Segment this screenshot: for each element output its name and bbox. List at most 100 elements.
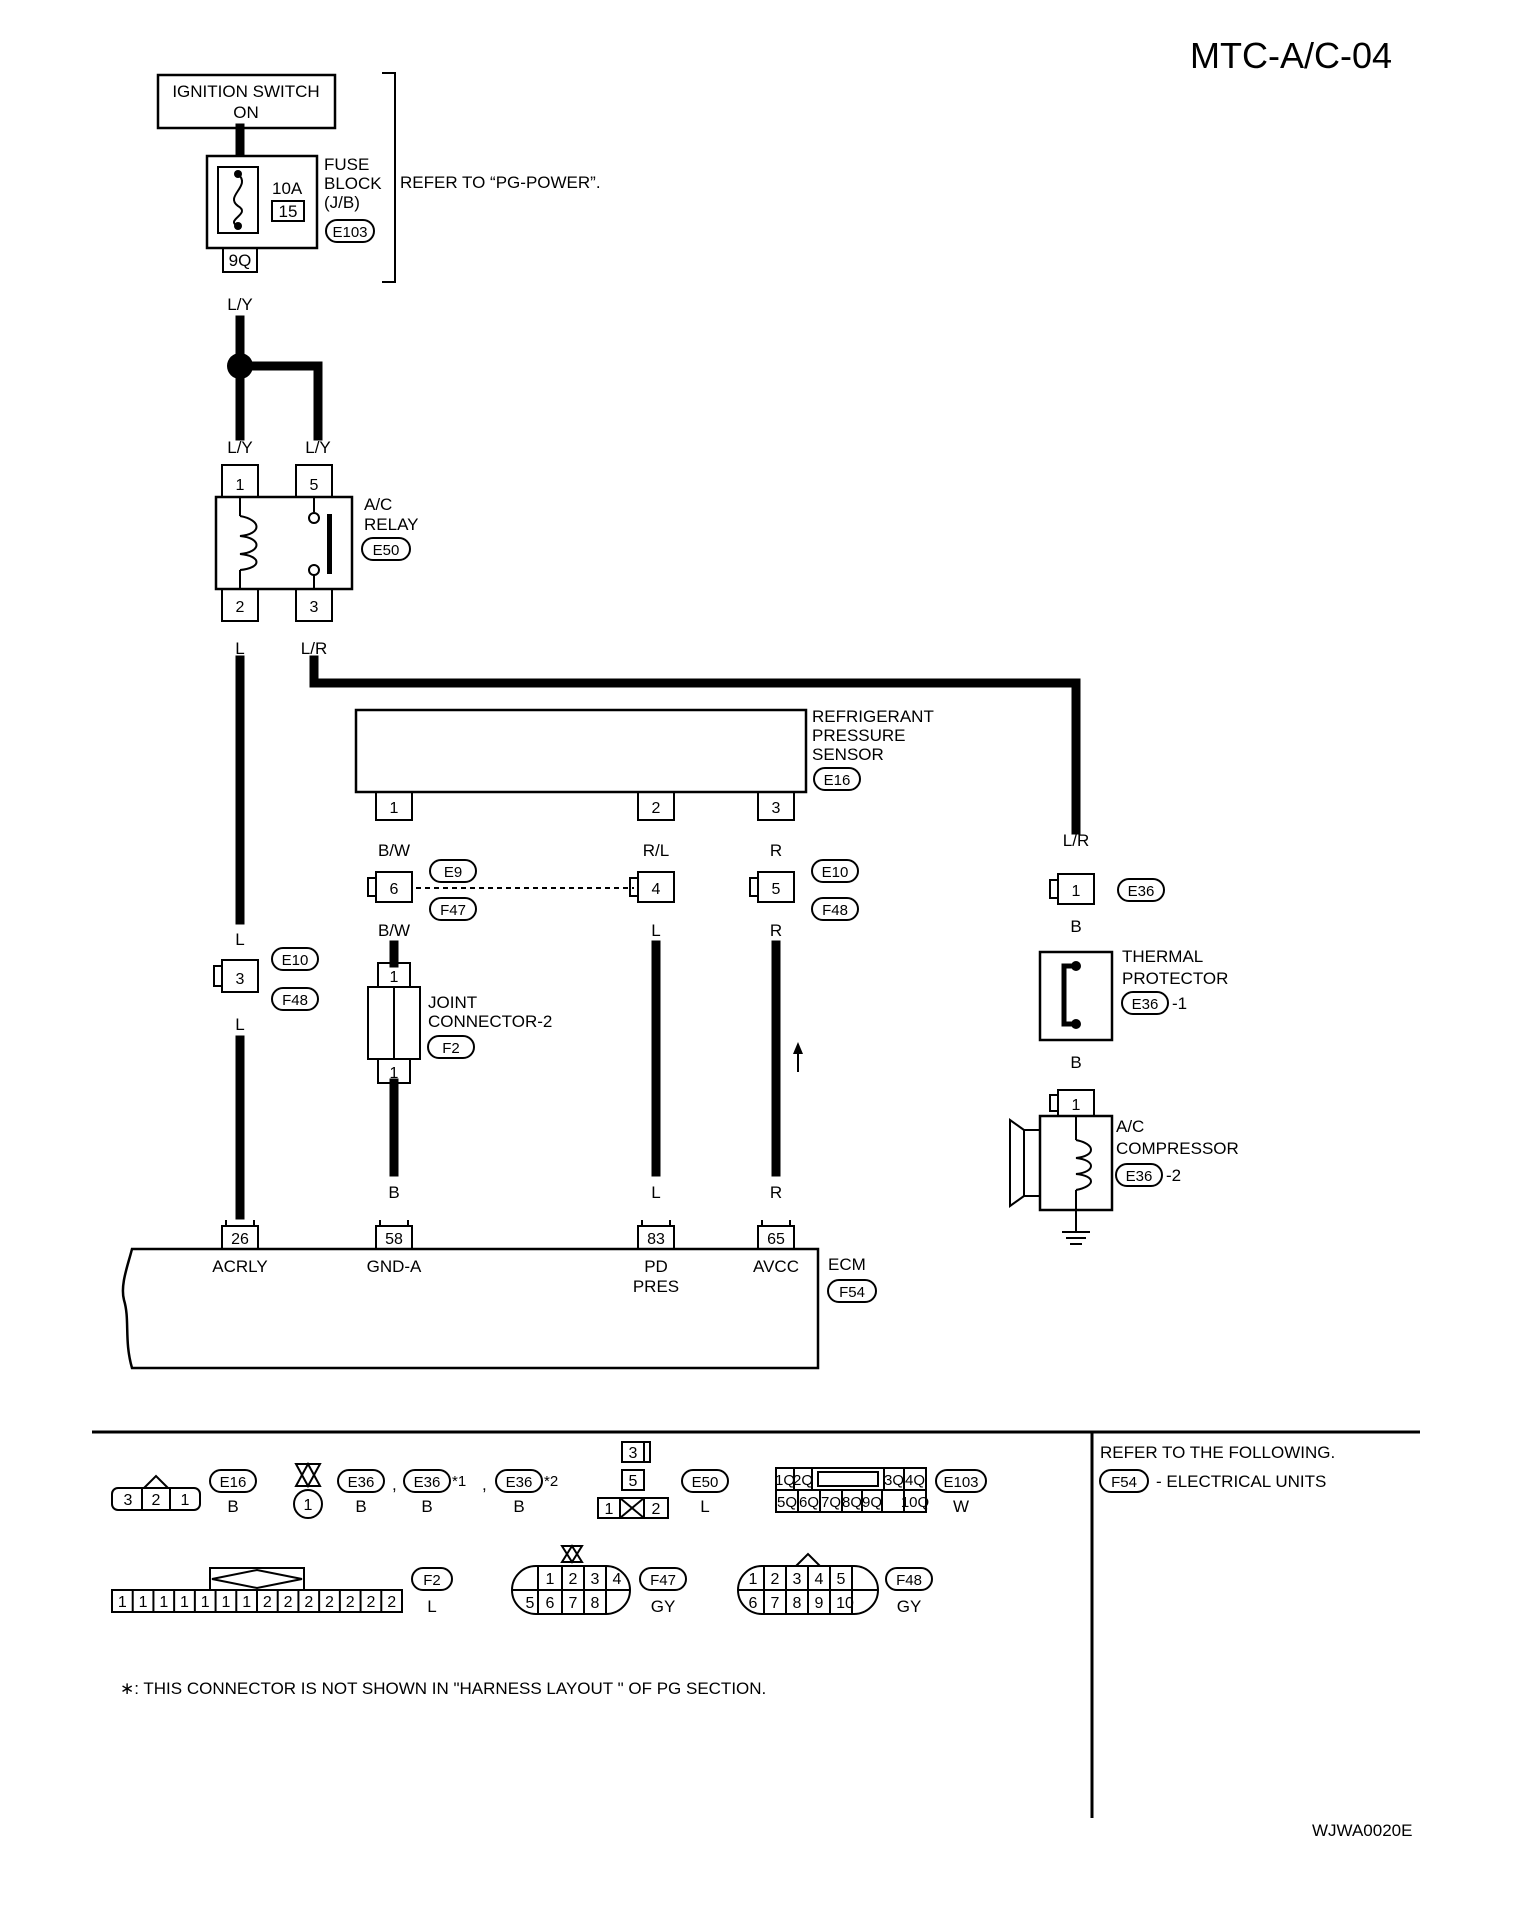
- legend-e36-sep-2: ,: [482, 1475, 487, 1494]
- legend-f2-pin: 1: [139, 1594, 148, 1611]
- thermal-suffix: -1: [1172, 994, 1187, 1013]
- legend-e103-color: W: [953, 1497, 969, 1516]
- wire-label-s1: B/W: [378, 841, 410, 860]
- e10b-connector: E10: [282, 952, 309, 969]
- legend-f48-1: 1: [749, 1571, 758, 1588]
- legend-f2-code: F2: [423, 1572, 441, 1589]
- legend-e103-8q: 8Q: [842, 1494, 862, 1511]
- ecm-pin-pres: PRES: [633, 1277, 679, 1296]
- legend-f48: 1 2 3 4 5 6 7 8 9 10 F48 GY: [737, 1552, 933, 1616]
- f47-connector: F47: [440, 902, 466, 919]
- legend-e36-star-1: *1: [452, 1473, 466, 1490]
- legend-e50-color: L: [700, 1497, 709, 1516]
- legend-e36-star-2: *2: [544, 1473, 558, 1490]
- figure-id: WJWA0020E: [1312, 1821, 1412, 1840]
- thermal-label-1: THERMAL: [1122, 947, 1203, 966]
- e10b-pin: 3: [236, 971, 245, 988]
- current-arrow-icon: [793, 1042, 803, 1072]
- legend-f48-5: 5: [837, 1571, 846, 1588]
- legend-f2-pin: 2: [346, 1594, 355, 1611]
- legend-f2-color: L: [427, 1597, 436, 1616]
- wire-label-s3b: R: [770, 921, 782, 940]
- refer-title: REFER TO THE FOLLOWING.: [1100, 1443, 1335, 1462]
- legend-f48-10: 10: [836, 1595, 854, 1612]
- wire-label-relay-in-1: L/Y: [227, 438, 253, 457]
- legend-f2-pin: 1: [242, 1594, 251, 1611]
- compressor-label-1: A/C: [1116, 1117, 1144, 1136]
- relay-terminal-3: 3: [310, 599, 319, 616]
- wire-label-b2: B: [1070, 1053, 1081, 1072]
- wire-label-relay-out-2: L: [235, 639, 244, 658]
- wire-label-s1b: B/W: [378, 921, 410, 940]
- wire-label-relay-out-3: L/R: [301, 639, 327, 658]
- e36-pin: 1: [1072, 883, 1081, 900]
- legend-f2-pin: 1: [201, 1594, 210, 1611]
- fuse-block-label-1: FUSE: [324, 155, 369, 174]
- ecm: 26 58 83 65 ACRLY GND-A PD PRES AVCC ECM…: [121, 1220, 877, 1370]
- compressor-terminal: 1: [1072, 1097, 1081, 1114]
- legend-f47-7: 7: [569, 1595, 578, 1612]
- joint-connector-2: 1 1 JOINT CONNECTOR-2 F2: [367, 940, 552, 1084]
- refrigerant-pressure-sensor: REFRIGERANT PRESSURE SENSOR E16 1 2 3: [354, 707, 934, 821]
- legend-e103-2q: 2Q: [793, 1472, 813, 1489]
- wire-label-s3: R: [770, 841, 782, 860]
- legend-e16-code: E16: [220, 1474, 247, 1491]
- sensor-terminal-1: 1: [390, 800, 399, 817]
- ignition-switch-state: ON: [233, 103, 259, 122]
- f48-connector: F48: [822, 902, 848, 919]
- legend-f2-pin: 2: [263, 1594, 272, 1611]
- sensor-terminal-2: 2: [652, 800, 661, 817]
- legend-f2-pin: 2: [366, 1594, 375, 1611]
- ecm-terminal-58: 58: [385, 1231, 403, 1248]
- legend-e50-pin-3: 3: [629, 1445, 638, 1462]
- relay-terminal-5: 5: [310, 477, 319, 494]
- legend-e103-7q: 7Q: [821, 1494, 841, 1511]
- wire-label-b1: B: [1070, 917, 1081, 936]
- ecm-label: ECM: [828, 1255, 866, 1274]
- legend-f48-7: 7: [771, 1595, 780, 1612]
- legend-f2-pin: 1: [118, 1594, 127, 1611]
- legend-f47-color: GY: [651, 1597, 676, 1616]
- relay-terminal-2: 2: [236, 599, 245, 616]
- legend-e16-pin-1: 1: [181, 1492, 190, 1509]
- fuse-amp: 10A: [272, 179, 303, 198]
- legend-e50-pin-2: 2: [652, 1501, 661, 1518]
- legend-e36-code-2: E36: [414, 1474, 441, 1491]
- legend-f47-code: F47: [650, 1572, 676, 1589]
- joint-label-2: CONNECTOR-2: [428, 1012, 552, 1031]
- wire-label-ecm-83: L: [651, 1183, 660, 1202]
- legend-f48-4: 4: [815, 1571, 824, 1588]
- wire-label-s2: R/L: [643, 841, 669, 860]
- legend-f47-4: 4: [613, 1571, 622, 1588]
- refer-text: - ELECTRICAL UNITS: [1156, 1472, 1326, 1491]
- joint-label-1: JOINT: [428, 993, 477, 1012]
- sensor-connector: E16: [824, 772, 851, 789]
- ecm-pin-avcc: AVCC: [753, 1257, 799, 1276]
- legend-f48-2: 2: [771, 1571, 780, 1588]
- legend-e50-pin-5: 5: [629, 1473, 638, 1490]
- legend-e103-10q: 10Q: [901, 1494, 929, 1511]
- legend-e103-code: E103: [943, 1474, 978, 1491]
- ignition-switch-label: IGNITION SWITCH: [172, 82, 319, 101]
- legend-e36: 1 E36 B , E36 *1 B , E36 *2 B: [293, 1461, 558, 1519]
- fuse-block-label-2: BLOCK: [324, 174, 382, 193]
- legend-e103: 1Q 2Q 3Q 4Q 5Q 6Q 7Q 8Q 9Q 10Q E103 W: [775, 1467, 987, 1516]
- legend-f2-pin: 1: [159, 1594, 168, 1611]
- compressor-suffix: -2: [1166, 1166, 1181, 1185]
- legend-e103-6q: 6Q: [799, 1494, 819, 1511]
- legend-f48-6: 6: [749, 1595, 758, 1612]
- sensor-label-3: SENSOR: [812, 745, 884, 764]
- wire-label-l-lower: L: [235, 1015, 244, 1034]
- legend-e16-color: B: [227, 1497, 238, 1516]
- ecm-pin-gnd-a: GND-A: [367, 1257, 422, 1276]
- legend-f48-9: 9: [815, 1595, 824, 1612]
- legend-f47-5: 5: [526, 1595, 535, 1612]
- legend-f47-1: 1: [546, 1571, 555, 1588]
- legend-e36-sep-1: ,: [392, 1475, 397, 1494]
- fuse-block: 10A 15 9Q FUSE BLOCK (J/B) E103: [205, 154, 382, 273]
- legend-e36-code-3: E36: [506, 1474, 533, 1491]
- legend-e36-code-1: E36: [348, 1474, 375, 1491]
- legend-f48-color: GY: [897, 1597, 922, 1616]
- mid-pin: 4: [652, 881, 661, 898]
